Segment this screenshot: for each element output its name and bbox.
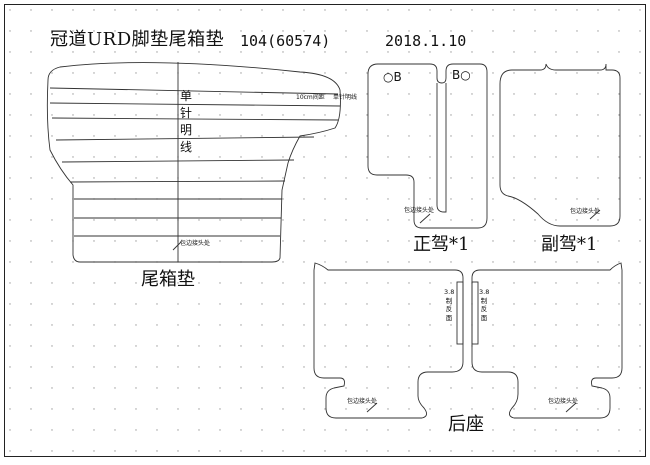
rear-mat-right [471,262,623,419]
reverse-strip [471,281,479,345]
stitch-line [49,87,339,95]
passenger-mat [499,63,621,227]
seam-note: 包边接头处 [548,398,579,405]
stitch-line [51,117,339,121]
reverse-note-left: 3.8制反面 [444,288,455,322]
reverse-strip [456,281,464,345]
seam-note: 包边接头处 [570,208,601,215]
rear-left-outline [313,262,464,419]
trunk-mat [46,62,341,263]
trunk-mat-outline [46,62,341,263]
seam-pointer [419,213,431,224]
seam-pointer [565,402,577,413]
drawing-title: 冠道URD脚垫尾箱垫 [50,29,225,50]
seam-note: 包边接头处 [404,207,435,214]
stitch-line [55,136,315,141]
passenger-mat-outline [499,63,621,227]
seam-pointer [366,402,378,413]
seam-note: 包边接头处 [347,398,378,405]
hole-marker-right: B○ [452,68,471,82]
passenger-mat-caption: 副驾*1 [541,234,598,255]
stitch-line [49,102,341,107]
stitch-label: 单针明线 [179,89,192,154]
driver-mat [367,63,488,229]
driver-mat-caption: 正驾*1 [413,234,470,255]
driver-mat-outline [367,63,488,229]
rear-mat-left [313,262,464,419]
dot-grid [4,4,646,457]
part-code: 104(60574) [240,32,331,50]
stitch-line [69,180,286,183]
rear-mat-caption: 后座 [448,414,484,435]
seam-pointer [172,241,182,251]
sheet-border [4,4,646,457]
rear-right-outline [471,262,623,419]
spacing-note: 10cm间距 [296,94,325,101]
seam-pointer [589,209,601,220]
hole-marker-left: ○B [383,70,402,84]
stitch-note: 单针明线 [333,94,358,101]
driver-inner-line [436,83,447,213]
trunk-mat-caption: 尾箱垫 [141,269,195,290]
seam-note: 包边接头处 [180,240,211,247]
drawing-date: 2018.1.10 [385,32,467,50]
reverse-note-right: 3.8制反面 [479,288,490,322]
